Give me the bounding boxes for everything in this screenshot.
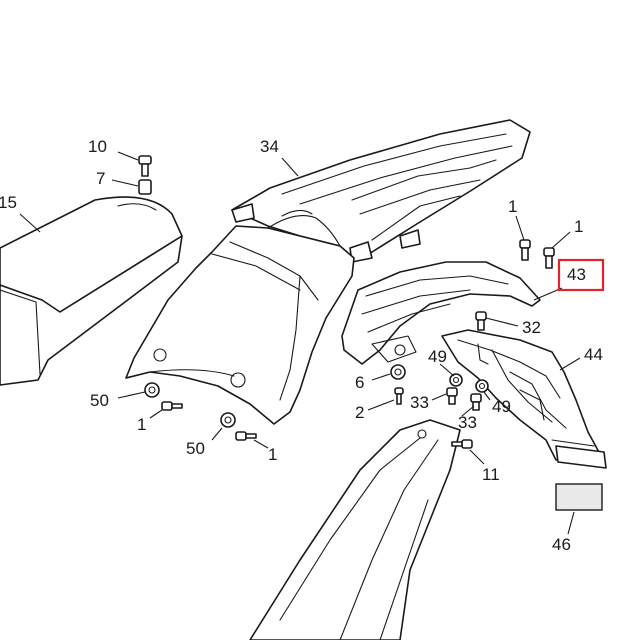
washer-49b-icon	[475, 379, 489, 393]
screw-1c-icon	[161, 401, 183, 411]
fasteners	[138, 155, 555, 449]
grommet-50b-icon	[220, 412, 236, 428]
callout-44: 44	[584, 345, 603, 364]
callout-49b: 49	[492, 397, 511, 416]
callout-15: 15	[0, 193, 17, 212]
callout-34: 34	[260, 137, 279, 156]
grommet-50a-icon	[144, 382, 160, 398]
screw-2-icon	[394, 387, 404, 405]
swingarm-part	[249, 419, 461, 640]
washer-49a-icon	[449, 373, 463, 387]
callout-1b: 1	[574, 217, 583, 236]
callout-43-highlight	[557, 258, 605, 292]
callout-1c: 1	[137, 415, 146, 434]
callout-50a: 50	[90, 391, 109, 410]
rear-mudguard-part	[341, 261, 541, 365]
screw-33a-icon	[446, 387, 458, 405]
nut-6-icon	[390, 364, 406, 380]
rear-rack-part	[231, 119, 531, 263]
leader-lines	[19, 151, 581, 535]
screw-1b-icon	[543, 247, 555, 269]
callout-1d: 1	[268, 445, 277, 464]
callout-50b: 50	[186, 439, 205, 458]
callout-49a: 49	[428, 347, 447, 366]
callout-43: 43	[567, 265, 586, 284]
seat-part	[0, 196, 183, 386]
callout-7: 7	[96, 169, 105, 188]
callout-46: 46	[552, 535, 571, 554]
callout-10: 10	[88, 137, 107, 156]
callout-33a: 33	[410, 393, 429, 412]
screw-1a-icon	[519, 239, 531, 261]
screw-33b-icon	[470, 393, 482, 411]
screw-32-icon	[475, 311, 487, 331]
callout-11: 11	[482, 465, 500, 484]
screw-1d-icon	[235, 431, 257, 441]
callout-33b: 33	[458, 413, 477, 432]
callout-6: 6	[355, 373, 364, 392]
callout-1a: 1	[508, 197, 517, 216]
rear-fender-part	[125, 209, 355, 425]
callout-labels: 10 7 15 34 1 1 43 32 44 49 6 2 33 33 49 …	[0, 137, 603, 554]
reflector-part	[555, 483, 603, 511]
callout-32: 32	[522, 318, 541, 337]
screw-11-icon	[451, 439, 473, 449]
callout-2: 2	[355, 403, 364, 422]
bolt-10-icon	[138, 155, 152, 177]
spacer-7-icon	[138, 179, 152, 195]
